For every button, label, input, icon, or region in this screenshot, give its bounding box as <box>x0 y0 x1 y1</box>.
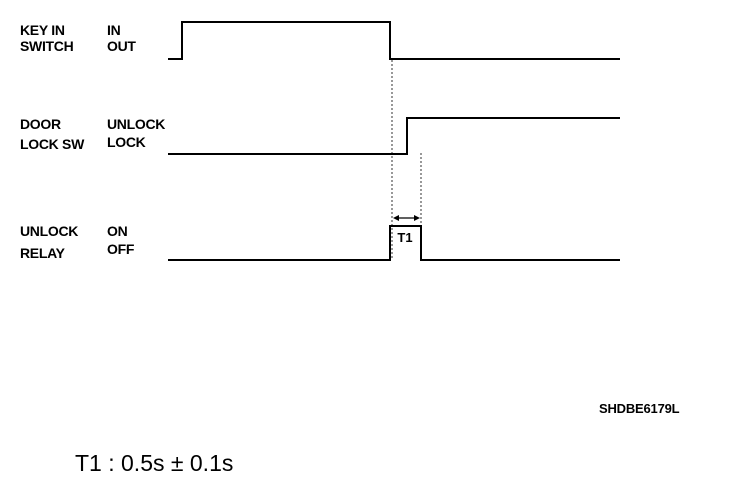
state-high-label: ON <box>107 223 128 239</box>
door-lock-sw-states: UNLOCK LOCK <box>107 116 165 150</box>
key-in-switch-states: IN OUT <box>107 22 136 54</box>
state-low-label: OUT <box>107 38 136 54</box>
state-low-label: LOCK <box>107 134 146 150</box>
spec-separator: : <box>108 450 115 476</box>
figure-code: SHDBE6179L <box>599 401 680 416</box>
state-low-label: OFF <box>107 241 135 257</box>
signal-name-line: DOOR <box>20 116 61 132</box>
t1-marker-label: T1 <box>397 230 412 245</box>
state-high-label: IN <box>107 22 121 38</box>
signal-name-line: SWITCH <box>20 38 74 54</box>
t1-spec: T1 : 0.5s ± 0.1s <box>75 450 233 477</box>
state-high-label: UNLOCK <box>107 116 166 132</box>
signal-name-line: KEY IN <box>20 22 65 38</box>
key-in-switch-signal-name: KEY IN SWITCH <box>20 22 74 54</box>
unlock-relay-waveform <box>168 225 620 261</box>
door-lock-sw-waveform <box>168 117 620 155</box>
spec-value: 0.5s ± 0.1s <box>121 450 234 476</box>
signal-name-line: UNLOCK <box>20 223 79 239</box>
key-in-switch-waveform <box>168 21 620 60</box>
t1-duration-arrow <box>393 215 420 221</box>
door-lock-sw-signal-name: DOOR LOCK SW <box>20 116 84 152</box>
unlock-relay-signal-name: UNLOCK RELAY <box>20 223 78 261</box>
signal-name-line: RELAY <box>20 245 65 261</box>
unlock-relay-states: ON OFF <box>107 223 134 257</box>
signal-name-line: LOCK SW <box>20 136 85 152</box>
spec-symbol: T1 <box>75 450 102 476</box>
